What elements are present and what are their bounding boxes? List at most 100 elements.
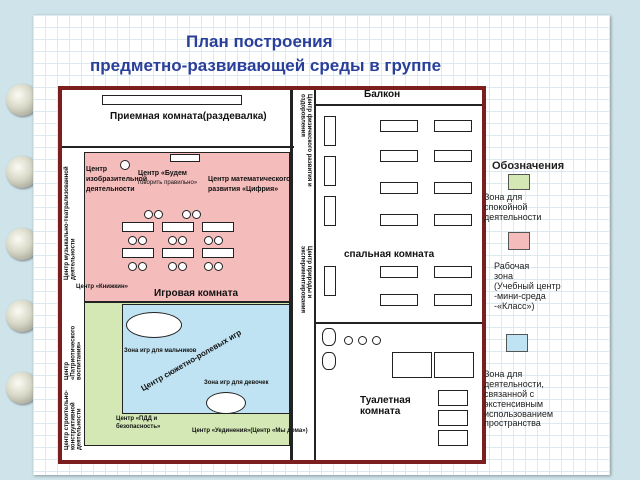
toilet-stall xyxy=(438,390,468,406)
bed xyxy=(434,214,472,226)
binder-ring-4 xyxy=(6,300,38,332)
center-visual-label-3: деятельности xyxy=(86,186,135,193)
bed xyxy=(380,294,418,306)
center-construct-label: Центр строительно-конструктивной деятель… xyxy=(64,389,83,450)
legend-text: использованием xyxy=(484,408,554,419)
chair xyxy=(128,262,137,271)
chair xyxy=(178,236,187,245)
balcony-label: Балкон xyxy=(364,89,401,100)
chair xyxy=(168,262,177,271)
rug-oval-small xyxy=(206,392,246,414)
tap xyxy=(372,336,381,345)
bedroom-label: спальная комната xyxy=(344,249,435,260)
center-math-label-2: развития «Цифрия» xyxy=(208,186,279,193)
center-visual-label-2: изобразительной xyxy=(86,176,148,183)
bed xyxy=(324,196,336,226)
interior-wall-2 xyxy=(314,90,316,460)
legend-text: -мини-среда xyxy=(494,290,546,301)
wash-basin xyxy=(322,352,336,370)
title-line-2: предметно-развивающей среды в группе xyxy=(90,56,442,75)
chair xyxy=(214,236,223,245)
center-physical-label: Центр физического развития и оздоровлени… xyxy=(299,94,312,187)
chair xyxy=(182,210,191,219)
title-line-1: План построения xyxy=(186,32,333,51)
reception-label: Приемная комната(раздевалка) xyxy=(110,111,267,122)
table xyxy=(162,222,194,232)
chair xyxy=(204,262,213,271)
table xyxy=(122,248,154,258)
rug-oval xyxy=(126,312,182,338)
legend-text: пространства xyxy=(484,418,541,429)
binder-ring-1 xyxy=(6,84,38,116)
legend-item-work: Рабочая зона (Учебный центр -мини-среда … xyxy=(494,261,561,311)
toilet-label: Туалетная комната xyxy=(360,395,411,417)
bed xyxy=(324,156,336,186)
chair xyxy=(168,236,177,245)
legend-text: -«Класс») xyxy=(494,300,535,311)
bed xyxy=(434,294,472,306)
center-budget-label-1: Центр «Будем xyxy=(138,170,187,177)
chair xyxy=(128,236,137,245)
bed xyxy=(324,266,336,296)
cabinet xyxy=(170,154,200,162)
center-patriotic-label: Центр «Патриотического воспитания» xyxy=(64,325,83,380)
legend-item-active: Зона для деятельности, связанной с эксте… xyxy=(484,369,554,429)
legend-text: экстенсивным xyxy=(484,398,544,409)
legend-text: спокойной xyxy=(484,201,528,212)
legend-swatch-calm xyxy=(508,174,530,190)
center-visual-label-1: Центр xyxy=(86,166,108,173)
toilet-cabin xyxy=(434,352,474,378)
bed xyxy=(434,150,472,162)
chair xyxy=(138,236,147,245)
reception-room xyxy=(62,90,294,148)
legend-header: Обозначения xyxy=(492,160,565,172)
center-pdd-label-1: Центр «ПДД и xyxy=(116,416,158,422)
zone-boys-label: Зона игр для мальчиков xyxy=(124,348,197,354)
chair xyxy=(192,210,201,219)
center-nature-label: Центр природы и экспериментирования xyxy=(299,246,312,314)
legend-text: Зона для xyxy=(484,369,523,379)
center-solitude-label: Центр «Уединения»(Центр «Мы дома») xyxy=(192,428,308,434)
chair xyxy=(144,210,153,219)
legend-text: деятельности xyxy=(484,211,542,222)
interior-wall xyxy=(290,90,293,460)
table xyxy=(162,248,194,258)
chair xyxy=(204,236,213,245)
legend-text: деятельности, xyxy=(484,378,544,389)
bed xyxy=(380,182,418,194)
center-pdd-label-2: безопасность» xyxy=(116,424,161,430)
toilet-stall xyxy=(438,410,468,426)
floor-plan: Приемная комната(раздевалка) Центр изобр… xyxy=(58,86,486,464)
binder-ring-3 xyxy=(6,228,38,260)
tap xyxy=(358,336,367,345)
legend-text: Рабочая xyxy=(494,261,530,271)
legend-swatch-active xyxy=(506,334,528,352)
playroom-label: Игровая комната xyxy=(154,288,239,299)
center-math-label-1: Центр математического xyxy=(208,176,291,183)
chair xyxy=(138,262,147,271)
balcony-wall xyxy=(316,104,482,106)
bed xyxy=(380,120,418,132)
center-book-label: Центр «Книжкин» xyxy=(76,284,128,290)
legend-text: зона xyxy=(494,270,514,281)
bed xyxy=(434,120,472,132)
table xyxy=(202,248,234,258)
bed xyxy=(434,182,472,194)
bed xyxy=(324,116,336,146)
table xyxy=(122,222,154,232)
legend-text: Зона для xyxy=(484,192,523,202)
chair xyxy=(214,262,223,271)
easel xyxy=(120,160,130,170)
chair xyxy=(154,210,163,219)
locker-unit xyxy=(102,95,242,105)
legend-text: (Учебный центр xyxy=(494,280,561,291)
binder-ring-5 xyxy=(6,372,38,404)
tap xyxy=(344,336,353,345)
center-music-label: Центр музыкально-театрализованной деятел… xyxy=(64,166,77,280)
bed xyxy=(434,266,472,278)
toilet-stall xyxy=(438,430,468,446)
legend-text: связанной с xyxy=(484,388,535,399)
legend-swatch-work xyxy=(508,232,530,250)
bed xyxy=(380,150,418,162)
binder-ring-2 xyxy=(6,156,38,188)
